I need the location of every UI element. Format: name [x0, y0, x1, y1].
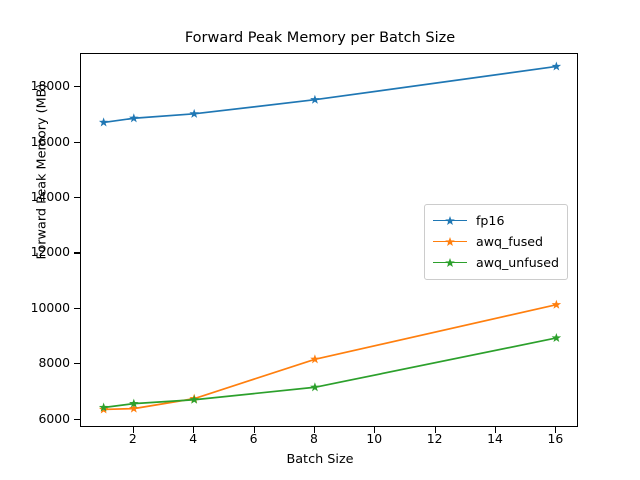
y-tick-label: 14000 [30, 189, 70, 205]
y-tick-mark [74, 307, 80, 309]
y-tick-mark [74, 86, 80, 88]
x-tick-label: 2 [128, 431, 137, 446]
data-point-marker [551, 299, 562, 309]
data-point-marker [129, 398, 139, 408]
data-point-marker [129, 113, 139, 123]
legend-swatch [433, 256, 467, 270]
legend-marker-icon [445, 257, 455, 267]
x-tick-label: 8 [309, 431, 318, 446]
x-tick-mark [193, 427, 195, 433]
legend-marker-icon [445, 215, 455, 225]
series-line [103, 303, 557, 411]
legend-label: fp16 [476, 213, 505, 228]
x-tick-mark [253, 427, 255, 433]
x-tick-mark [434, 427, 436, 433]
x-tick-label: 14 [487, 431, 503, 446]
y-tick-mark [74, 363, 80, 365]
x-tick-label: 4 [189, 431, 198, 446]
series-awq_unfused [98, 332, 562, 412]
x-tick-mark [132, 427, 134, 433]
legend-item-awq_fused[interactable]: awq_fused [433, 231, 559, 252]
series-fp16 [98, 61, 562, 127]
x-tick-mark [374, 427, 376, 433]
series-line [103, 65, 557, 124]
y-tick-label: 6000 [38, 410, 70, 426]
y-tick-label: 8000 [38, 355, 70, 371]
x-axis-label: Batch Size [286, 452, 354, 467]
y-tick-label: 10000 [30, 299, 70, 315]
data-point-marker [189, 108, 199, 118]
series-line [103, 337, 557, 409]
y-tick-mark [74, 418, 80, 420]
data-point-marker [551, 332, 562, 343]
legend-swatch [433, 235, 467, 249]
x-tick-mark [313, 427, 315, 433]
y-tick-label: 12000 [30, 244, 70, 260]
y-tick-mark [74, 141, 80, 143]
legend-item-fp16[interactable]: fp16 [433, 210, 559, 231]
data-point-marker [551, 61, 562, 71]
series-canvas [98, 61, 562, 414]
legend-label: awq_unfused [476, 255, 559, 270]
legend-label: awq_fused [476, 234, 544, 249]
legend-item-awq_unfused[interactable]: awq_unfused [433, 252, 559, 273]
chart-title: Forward Peak Memory per Batch Size [184, 30, 456, 46]
x-tick-mark [495, 427, 497, 433]
data-point-marker [98, 402, 109, 412]
legend-swatch [433, 214, 467, 228]
y-tick-label: 18000 [30, 78, 70, 94]
legend-marker-icon [445, 236, 455, 246]
x-tick-label: 6 [249, 431, 258, 446]
x-tick-label: 12 [426, 431, 443, 446]
data-point-marker [189, 394, 199, 404]
data-point-marker [310, 94, 320, 104]
data-point-marker [310, 354, 320, 364]
y-tick-mark [74, 197, 80, 199]
x-tick-mark [555, 427, 557, 433]
data-point-marker [129, 403, 139, 413]
plot-area [80, 53, 578, 427]
data-point-marker [310, 382, 320, 392]
x-tick-label: 10 [366, 431, 383, 446]
x-tick-label: 16 [547, 431, 564, 446]
legend[interactable]: fp16 awq_fused awq_unfused [424, 204, 568, 280]
y-tick-label: 16000 [30, 133, 70, 149]
data-point-marker [98, 117, 109, 127]
series-awq_fused [98, 299, 562, 414]
y-tick-mark [74, 252, 80, 254]
